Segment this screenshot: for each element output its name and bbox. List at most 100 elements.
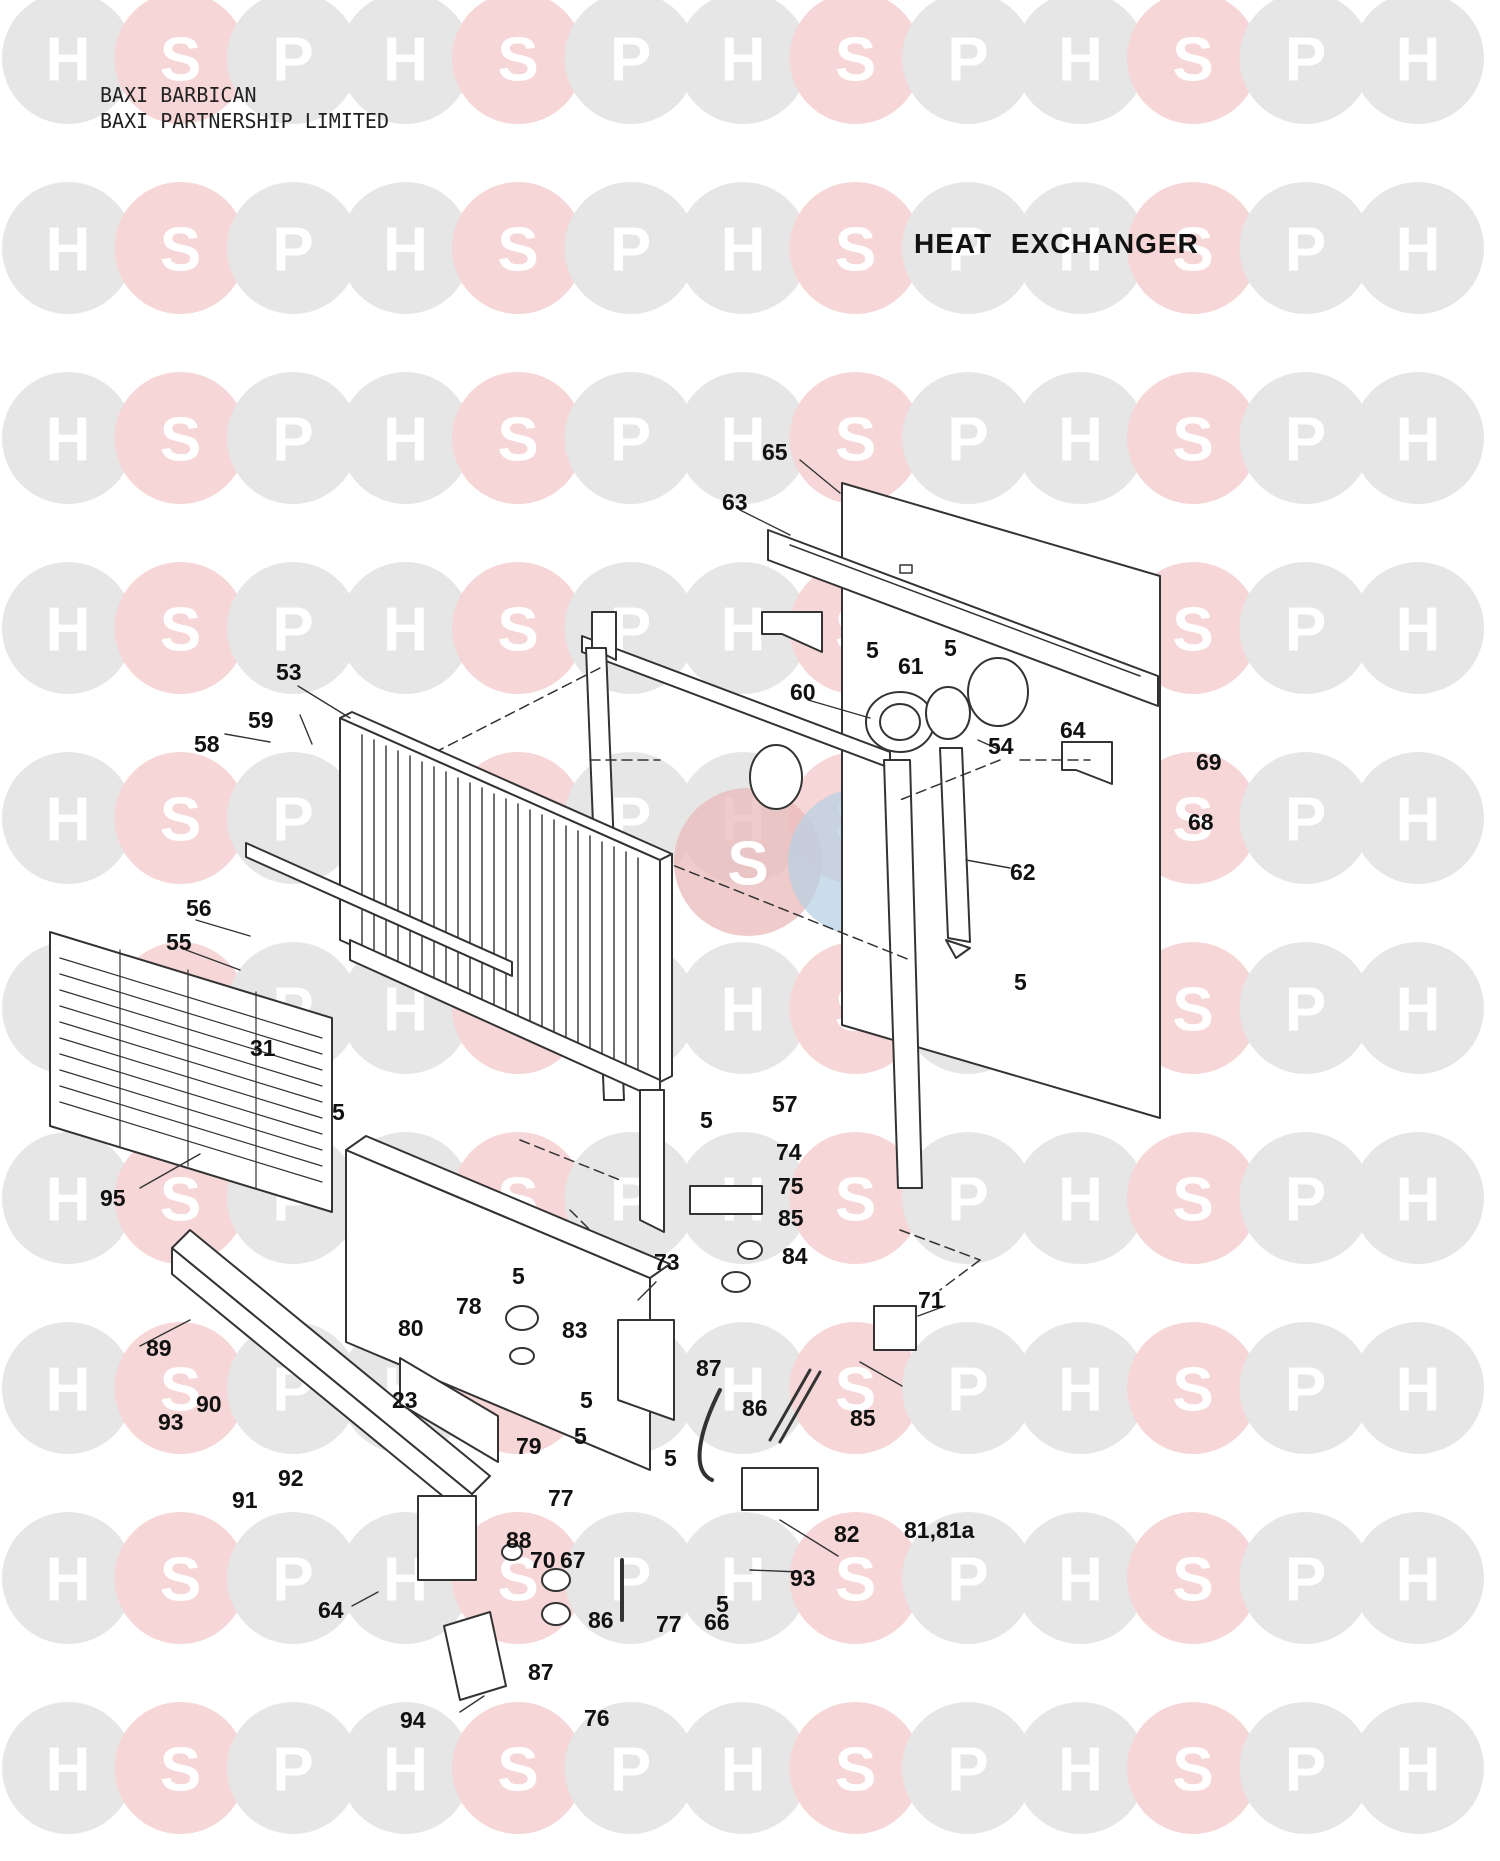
watermark-tile: H	[339, 1702, 472, 1834]
part-callout: 91	[232, 1487, 258, 1513]
part-callout: 81,81a	[904, 1517, 975, 1543]
watermark-tile: H	[1352, 752, 1484, 884]
watermark-tile: S	[452, 1702, 584, 1834]
part-callout: 84	[782, 1243, 808, 1269]
watermark-letter: P	[1285, 1546, 1326, 1615]
watermark-letter: H	[1396, 976, 1441, 1045]
watermark-letter: H	[721, 976, 766, 1045]
watermark-tile: P	[1239, 1512, 1372, 1644]
baffle-80	[399, 1357, 499, 1463]
watermark-letter: S	[1172, 1736, 1213, 1805]
watermark-tile: P	[227, 1512, 359, 1644]
watermark-tile: H	[2, 1702, 134, 1834]
part-callout: 5	[664, 1445, 677, 1471]
watermark-tile: H	[1352, 562, 1484, 694]
watermark-letter: S	[160, 596, 201, 665]
watermark-tile: H	[2, 182, 134, 314]
watermark-letter: S	[1172, 1356, 1213, 1425]
watermark-letter: P	[947, 406, 988, 475]
watermark-tile: S	[1127, 0, 1259, 124]
watermark-letter: S	[835, 216, 876, 285]
watermark-tile: H	[339, 562, 472, 694]
watermark-letter: H	[1058, 1736, 1103, 1805]
watermark-tile: S	[1127, 1512, 1259, 1644]
watermark-tile: H	[1352, 182, 1484, 314]
watermark-letter: S	[835, 406, 876, 475]
watermark-letter: P	[610, 1736, 651, 1805]
watermark-tile: S	[114, 182, 247, 314]
watermark-letter: S	[835, 1736, 876, 1805]
watermark-letter: P	[272, 596, 313, 665]
part-callout: 60	[790, 679, 816, 705]
gas-pipe	[697, 1388, 722, 1482]
leader-lines	[139, 459, 1011, 1713]
part-callout: 23	[392, 1387, 418, 1413]
watermark-letter: H	[46, 26, 91, 95]
watermark-letter: S	[160, 406, 201, 475]
part-callout: 85	[778, 1205, 804, 1231]
watermark-letter: H	[383, 26, 428, 95]
watermark-letter: H	[721, 26, 766, 95]
part-callout: 65	[762, 439, 788, 465]
watermark-letter: H	[1396, 1546, 1441, 1615]
watermark-letter: H	[383, 216, 428, 285]
watermark-tile: H	[1014, 372, 1147, 504]
part-callout: 76	[584, 1705, 610, 1731]
watermark-tile: H	[1352, 1322, 1484, 1454]
watermark-tile: P	[564, 1512, 697, 1644]
part-callout: 5	[332, 1099, 345, 1125]
part-callout: 93	[790, 1565, 816, 1591]
watermark-letter: P	[610, 1546, 651, 1615]
watermark-tile: S	[1127, 1702, 1259, 1834]
watermark-tile: H	[1352, 942, 1484, 1074]
watermark-letter: P	[947, 1546, 988, 1615]
header-company: BAXI PARTNERSHIP LIMITED	[100, 109, 389, 133]
watermark-tile: H	[677, 0, 809, 124]
part-callout: 78	[456, 1293, 482, 1319]
watermark-letter: H	[721, 406, 766, 475]
watermark-letter: S	[1172, 26, 1213, 95]
part-callout: 66	[704, 1609, 730, 1635]
watermark-letter: H	[1396, 786, 1441, 855]
watermark-letter: H	[1058, 26, 1103, 95]
watermark-letter: H	[46, 1736, 91, 1805]
watermark-letter: P	[272, 1546, 313, 1615]
watermark-tile: P	[564, 372, 697, 504]
watermark-tile: S	[789, 372, 922, 504]
watermark-letter: S	[1172, 1546, 1213, 1615]
watermark-tile: S	[789, 1512, 922, 1644]
watermark-letter: S	[835, 1546, 876, 1615]
bracket-74	[689, 1185, 763, 1215]
watermark-tile: S	[789, 1702, 922, 1834]
watermark-letter: H	[383, 596, 428, 665]
part-callout: 79	[516, 1433, 542, 1459]
watermark-tile: S	[114, 372, 247, 504]
part-callout: 86	[588, 1607, 614, 1633]
watermark-letter: P	[947, 216, 988, 285]
part-callout: 64	[318, 1597, 344, 1623]
watermark-tile: S	[1127, 1132, 1259, 1264]
back-panel-slot	[899, 564, 913, 574]
part-callout: 5	[1014, 969, 1027, 995]
part-callout: 71	[918, 1287, 944, 1313]
watermark-tile: H	[1014, 1702, 1147, 1834]
watermark-tile: S	[452, 0, 584, 124]
part-callout: 75	[778, 1173, 804, 1199]
watermark-letter: H	[1058, 406, 1103, 475]
watermark-tile: S	[114, 752, 247, 884]
watermark-letter: P	[272, 786, 313, 855]
watermark-letter: S	[835, 26, 876, 95]
watermark-tile: S	[114, 0, 247, 124]
watermark-tile: P	[564, 182, 697, 314]
part-callout: 93	[158, 1409, 184, 1435]
watermark-letter: S	[160, 1356, 201, 1425]
part-callout: 77	[656, 1611, 682, 1637]
watermark-letter: H	[383, 406, 428, 475]
watermark-letter: H	[1396, 1736, 1441, 1805]
part-callout: 85	[850, 1405, 876, 1431]
part-callout: 87	[696, 1355, 722, 1381]
left-bracket	[761, 611, 823, 653]
watermark-letter: S	[160, 1736, 201, 1805]
